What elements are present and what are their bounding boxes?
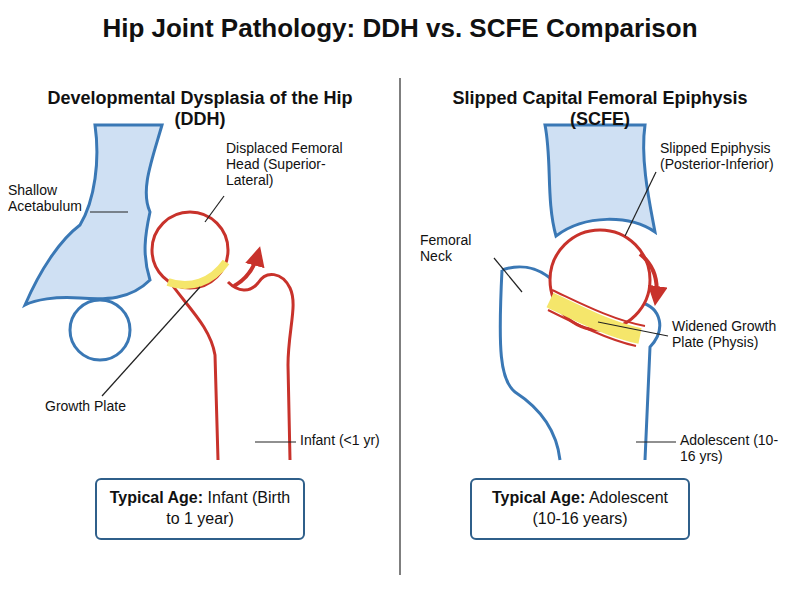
femur-outline <box>165 274 293 460</box>
growth-plate <box>168 262 226 285</box>
leader-line <box>205 196 224 222</box>
panel-heading: Slipped Capital Femoral Epiphysis (SCFE) <box>420 88 780 129</box>
age-box: Typical Age: Infant (Birth to 1 year) <box>95 478 305 540</box>
leader-line <box>102 287 200 396</box>
age-box: Typical Age: Adolescent (10-16 years) <box>470 478 690 540</box>
pelvis <box>25 125 162 305</box>
part-label: Widened Growth Plate (Physis) <box>672 318 787 350</box>
part-label: Femoral Neck <box>420 232 492 264</box>
leader-line <box>598 322 668 336</box>
slip-arrow <box>640 254 657 298</box>
part-label: Shallow Acetabulum <box>8 182 90 214</box>
leader-line <box>494 258 522 292</box>
part-label: Displaced Femoral Head (Superior-Lateral… <box>226 140 366 188</box>
displacement-arrow <box>234 254 258 286</box>
acetabulum <box>545 125 655 236</box>
part-label: Slipped Epiphysis (Posterior-Inferior) <box>660 140 795 172</box>
age-heading: Typical Age: <box>110 489 203 506</box>
age-label: Adolescent (10-16 yrs) <box>680 432 785 464</box>
age-heading: Typical Age: <box>492 489 585 506</box>
femoral-head <box>152 212 228 288</box>
leader-line <box>625 172 656 236</box>
obturator-ring <box>70 300 130 360</box>
leader-line <box>255 441 296 442</box>
physis-edge <box>548 290 645 346</box>
panel-heading: Developmental Dysplasia of the Hip (DDH) <box>40 88 360 129</box>
leader-line <box>636 441 676 442</box>
part-label: Growth Plate <box>45 398 155 414</box>
panel-divider <box>399 78 401 575</box>
leader-line <box>90 211 128 212</box>
age-label: Infant (<1 yr) <box>300 432 380 448</box>
diagram-title: Hip Joint Pathology: DDH vs. SCFE Compar… <box>10 14 790 44</box>
